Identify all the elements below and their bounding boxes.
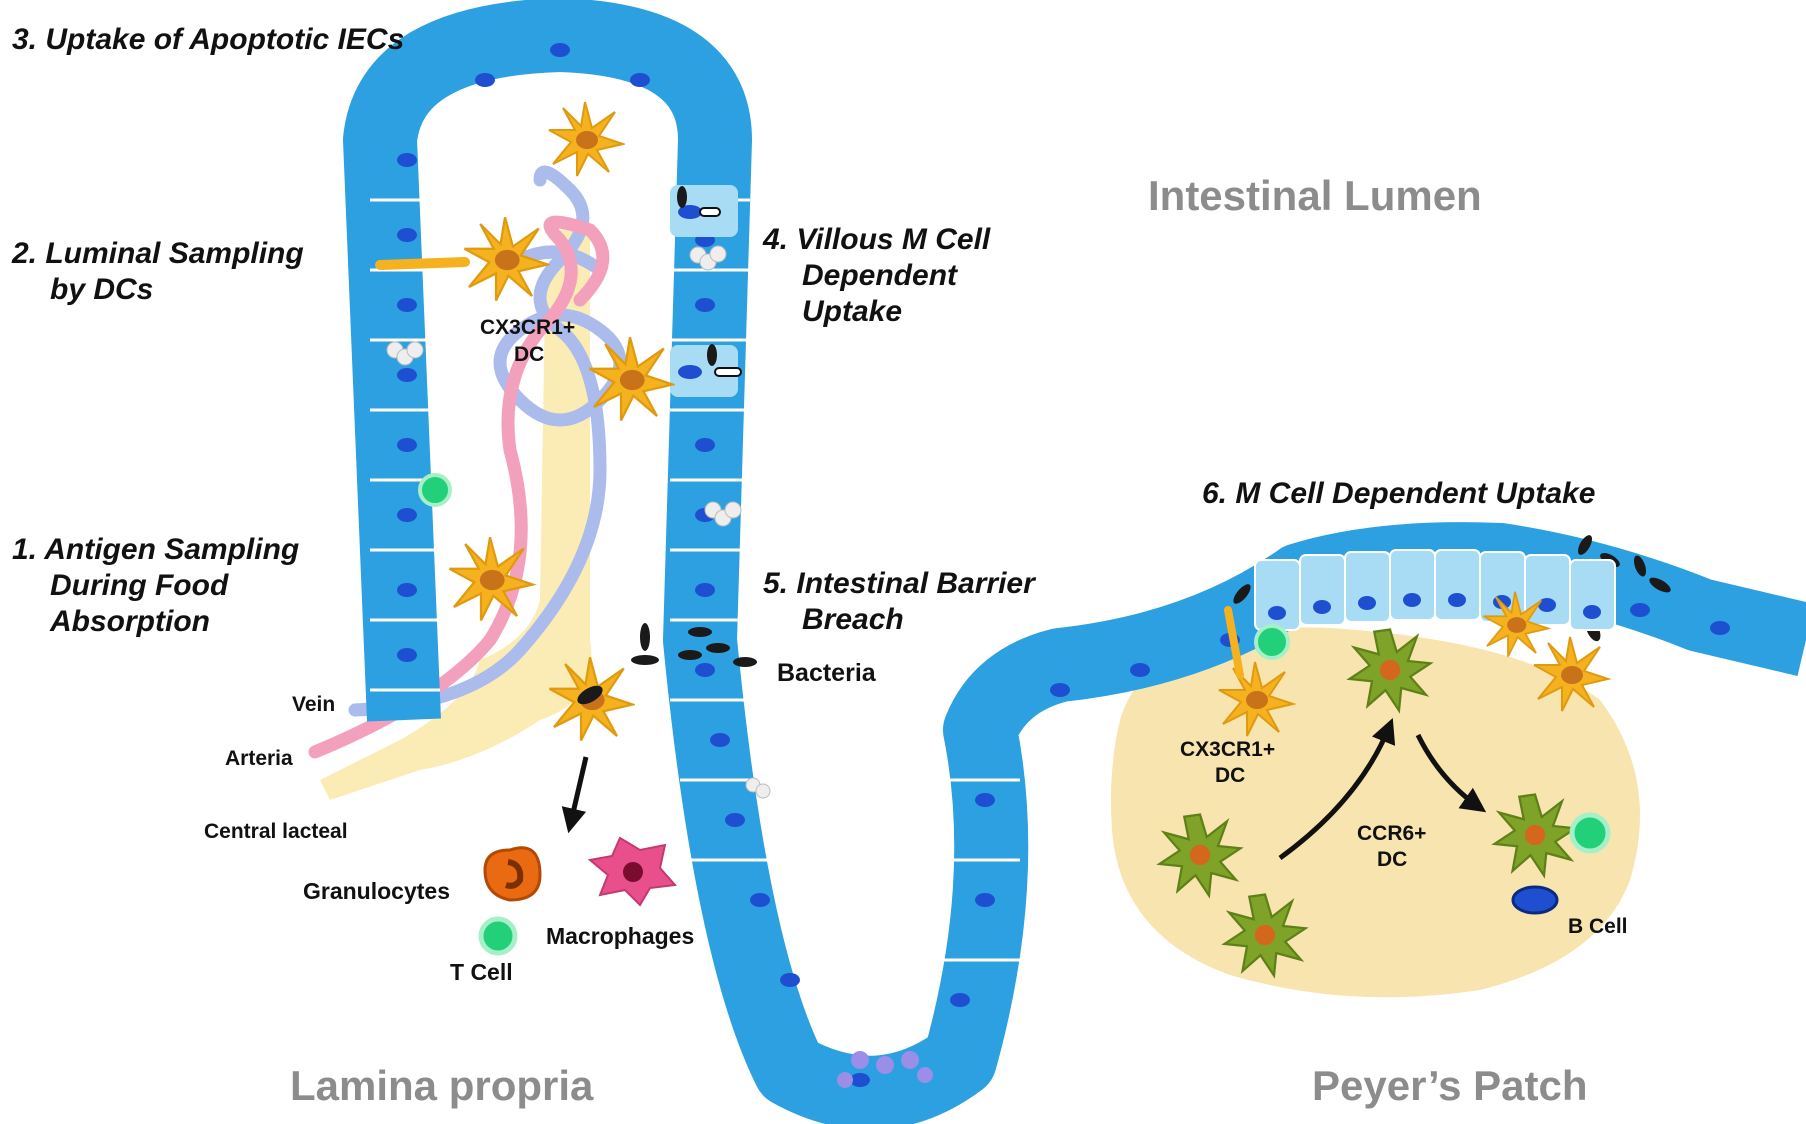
lamina-propria-label: Lamina propria xyxy=(290,1062,593,1110)
step-2-label-line1: 2. Luminal Sampling xyxy=(12,236,304,272)
dc-apoptotic-uptake xyxy=(549,102,623,176)
t-cell-label: T Cell xyxy=(450,960,513,984)
ccr6-label-1: CCR6+ xyxy=(1357,822,1426,846)
cx3cr1-patch-label-2: DC xyxy=(1215,764,1245,788)
cx3cr1-patch-label-1: CX3CR1+ xyxy=(1180,738,1275,762)
patch-t-cell-2 xyxy=(1572,815,1608,851)
step-4-label-line1: 4. Villous M Cell xyxy=(763,222,990,258)
step-5-label-line1: 5. Intestinal Barrier xyxy=(763,566,1035,602)
intestinal-lumen-label: Intestinal Lumen xyxy=(1148,172,1482,220)
b-cell-label: B Cell xyxy=(1568,915,1628,939)
b-cell-shape xyxy=(1513,887,1557,913)
granulocytes-label: Granulocytes xyxy=(303,879,450,903)
cx3cr1-villus-label-1: CX3CR1+ xyxy=(480,316,575,340)
step-1-label-line3: Absorption xyxy=(50,604,210,640)
step-6-label: 6. M Cell Dependent Uptake xyxy=(1202,476,1595,512)
intraepithelial-t-cell xyxy=(420,475,450,505)
macrophages-label: Macrophages xyxy=(546,924,694,948)
vein-label: Vein xyxy=(292,693,335,717)
step-3-label: 3. Uptake of Apoptotic IECs xyxy=(12,22,404,58)
step-5-label-line2: Breach xyxy=(802,602,904,638)
patch-t-cell xyxy=(1256,626,1288,658)
step-1-label-line1: 1. Antigen Sampling xyxy=(12,532,299,568)
arteria-label: Arteria xyxy=(225,747,293,771)
granulocyte-shape xyxy=(485,848,540,900)
bacteria-label: Bacteria xyxy=(777,661,876,685)
t-cell-legend-shape xyxy=(481,919,515,953)
cx3cr1-villus-label-2: DC xyxy=(514,343,544,367)
central-lacteal-label: Central lacteal xyxy=(204,820,348,844)
peyers-m-cells xyxy=(1255,550,1615,630)
ccr6-label-2: DC xyxy=(1377,848,1407,872)
step-1-label-line2: During Food xyxy=(50,568,228,604)
peyers-patch-label: Peyer’s Patch xyxy=(1312,1062,1588,1110)
step-2-label-line2: by DCs xyxy=(50,272,153,308)
step-4-label-line3: Uptake xyxy=(802,294,902,330)
step-4-label-line2: Dependent xyxy=(802,258,957,294)
arrow-dc-to-cells xyxy=(570,757,586,826)
